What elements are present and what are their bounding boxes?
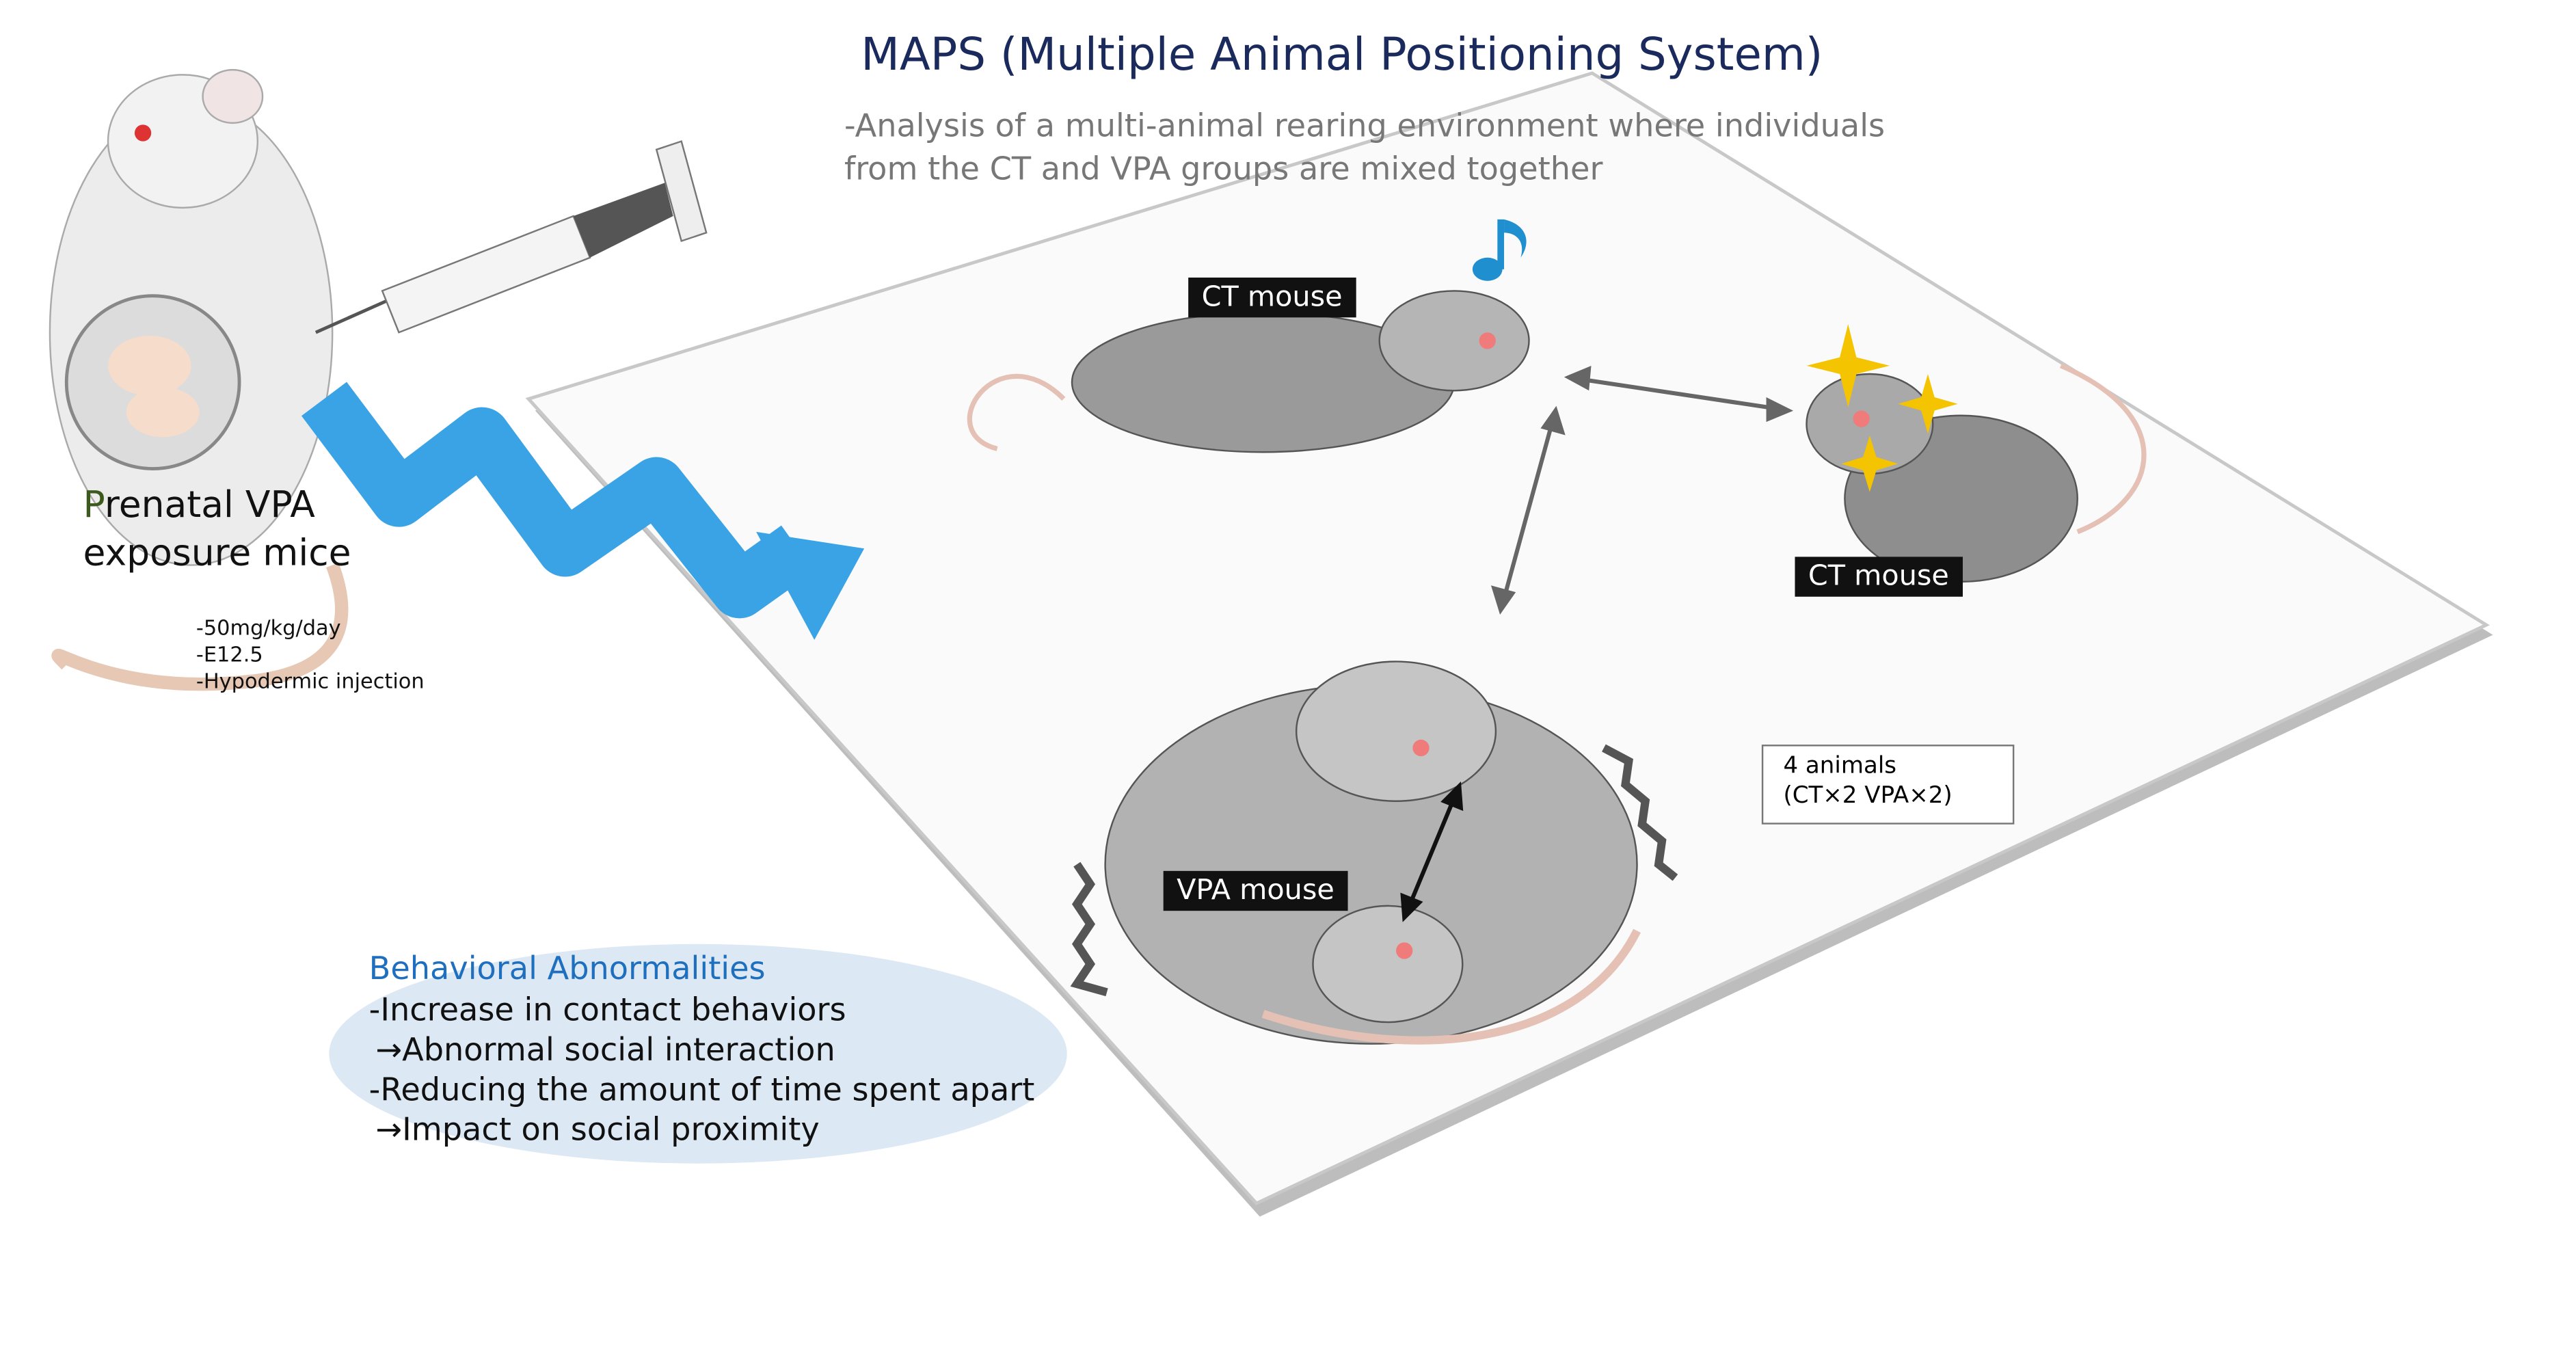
ct-mouse-label-1: CT mouse — [1188, 277, 1356, 318]
page-title: MAPS (Multiple Animal Positioning System… — [861, 29, 1823, 82]
prenatal-title-line-2: exposure mice — [83, 533, 351, 576]
syringe-icon — [314, 140, 708, 334]
wiggle-lines — [1070, 744, 1678, 997]
ct-mouse-label-2: CT mouse — [1795, 557, 1963, 597]
animals-count: 4 animals — [1783, 753, 1897, 780]
vpa-contact-arrow — [1400, 781, 1464, 922]
route-detail: -Hypodermic injection — [196, 668, 425, 693]
subtitle-line-2: from the CT and VPA groups are mixed tog… — [844, 151, 1603, 188]
behavior-line: →Impact on social proximity — [375, 1112, 820, 1149]
behavior-ellipse — [329, 944, 1067, 1164]
prenatal-title-line-1: Prenatal VPA — [83, 485, 315, 527]
animals-breakdown: (CT×2 VPA×2) — [1783, 783, 1953, 810]
behavior-line: -Increase in contact behaviors — [368, 992, 846, 1029]
sparkle-icon — [1806, 324, 1958, 492]
interaction-arrows — [1490, 365, 1794, 615]
subtitle-line-1: -Analysis of a multi-animal rearing envi… — [844, 108, 1886, 145]
prenatal-first-letter: P — [83, 485, 105, 527]
behavior-line: →Abnormal social interaction — [375, 1032, 835, 1069]
timing-detail: -E12.5 — [196, 641, 263, 667]
arena-platform — [525, 71, 2493, 1217]
vpa-mice-huddled-illustration — [1104, 660, 1641, 1045]
ct-mouse-running-illustration — [967, 290, 1530, 453]
music-note-icon — [1472, 219, 1527, 281]
behavior-line: -Reducing the amount of time spent apart — [368, 1071, 1035, 1109]
animals-count-box: 4 animals (CT×2 VPA×2) — [1761, 745, 2015, 825]
vpa-mouse-label: VPA mouse — [1163, 870, 1348, 911]
dose-detail: -50mg/kg/day — [196, 615, 341, 640]
exposure-arrow — [301, 382, 814, 619]
behavior-heading: Behavioral Abnormalities — [368, 950, 766, 988]
pregnant-mouse-illustration — [49, 68, 349, 691]
prenatal-title-rest: renatal VPA — [104, 485, 315, 527]
